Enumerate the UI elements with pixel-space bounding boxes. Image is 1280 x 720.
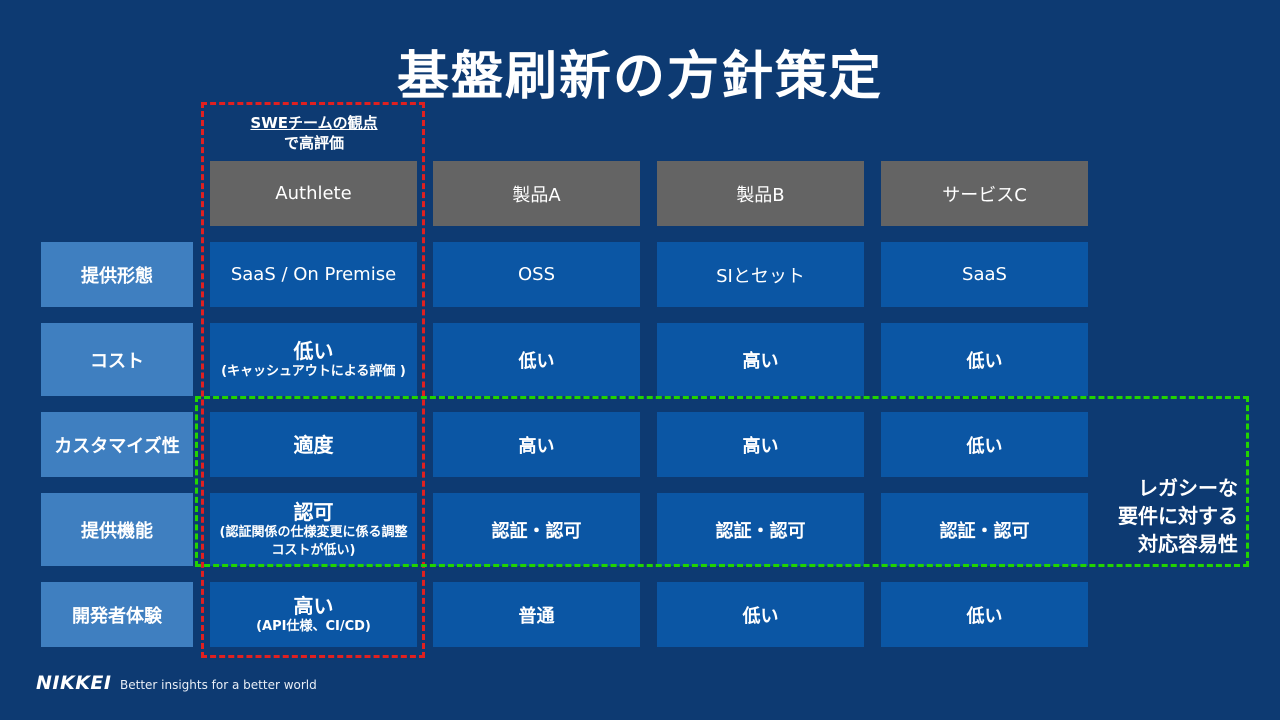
cell-cost-authlete-main: 低い bbox=[293, 338, 334, 363]
cell-dx-authlete-main: 高い bbox=[293, 593, 334, 618]
cell-customizability-product-a: 高い bbox=[433, 412, 640, 477]
row-label-developer-experience: 開発者体験 bbox=[41, 582, 193, 647]
swe-note-line2: で高評価 bbox=[283, 134, 344, 152]
legacy-note-line3: 対応容易性 bbox=[1138, 532, 1238, 556]
cell-customizability-service-c: 低い bbox=[881, 412, 1088, 477]
row-label-cost: コスト bbox=[41, 323, 193, 396]
cell-cost-product-b: 高い bbox=[657, 323, 864, 396]
nikkei-logo: NIKKEI bbox=[36, 672, 112, 694]
cell-features-authlete-note: (認証関係の仕様変更に係る調整コストが低い) bbox=[219, 524, 408, 558]
swe-note-line1: SWEチームの観点 bbox=[250, 114, 378, 132]
cell-features-product-a: 認証・認可 bbox=[433, 493, 640, 566]
cell-features-product-b: 認証・認可 bbox=[657, 493, 864, 566]
authlete-highlight-box bbox=[201, 102, 425, 658]
cell-customizability-authlete-main: 適度 bbox=[293, 432, 334, 457]
page-title: 基盤刷新の方針策定 bbox=[396, 47, 883, 107]
cell-features-service-c: 認証・認可 bbox=[881, 493, 1088, 566]
cell-delivery-product-b: SIとセット bbox=[657, 242, 864, 307]
cell-cost-authlete-note: (キャッシュアウトによる評価 ) bbox=[221, 363, 406, 379]
cell-cost-product-a: 低い bbox=[433, 323, 640, 396]
legacy-note-line1: レガシーな bbox=[1138, 476, 1238, 500]
cell-delivery-product-a: OSS bbox=[433, 242, 640, 307]
cell-features-authlete: 認可 (認証関係の仕様変更に係る調整コストが低い) bbox=[210, 493, 417, 566]
row-label-features: 提供機能 bbox=[41, 493, 193, 566]
legacy-highlight-box bbox=[195, 396, 1249, 567]
column-header-product-b: 製品B bbox=[657, 161, 864, 226]
cell-dx-product-b: 低い bbox=[657, 582, 864, 647]
column-header-authlete: Authlete bbox=[210, 161, 417, 226]
column-header-product-a: 製品A bbox=[433, 161, 640, 226]
legacy-note: レガシーな 要件に対する 対応容易性 bbox=[1118, 474, 1238, 558]
swe-note: SWEチームの観点 で高評価 bbox=[210, 113, 418, 153]
row-label-delivery: 提供形態 bbox=[41, 242, 193, 307]
column-header-service-c: サービスC bbox=[881, 161, 1088, 226]
row-label-customizability: カスタマイズ性 bbox=[41, 412, 193, 477]
cell-dx-product-a: 普通 bbox=[433, 582, 640, 647]
cell-cost-authlete: 低い (キャッシュアウトによる評価 ) bbox=[210, 323, 417, 396]
cell-customizability-product-b: 高い bbox=[657, 412, 864, 477]
cell-customizability-authlete: 適度 bbox=[210, 412, 417, 477]
cell-dx-service-c: 低い bbox=[881, 582, 1088, 647]
cell-features-authlete-main: 認可 bbox=[293, 499, 334, 524]
cell-cost-service-c: 低い bbox=[881, 323, 1088, 396]
footer-tagline: Better insights for a better world bbox=[120, 678, 317, 692]
legacy-note-line2: 要件に対する bbox=[1118, 504, 1238, 528]
cell-delivery-authlete: SaaS / On Premise bbox=[210, 242, 417, 307]
cell-dx-authlete-note: (API仕様、CI/CD) bbox=[256, 618, 371, 634]
cell-delivery-service-c: SaaS bbox=[881, 242, 1088, 307]
cell-dx-authlete: 高い (API仕様、CI/CD) bbox=[210, 582, 417, 647]
